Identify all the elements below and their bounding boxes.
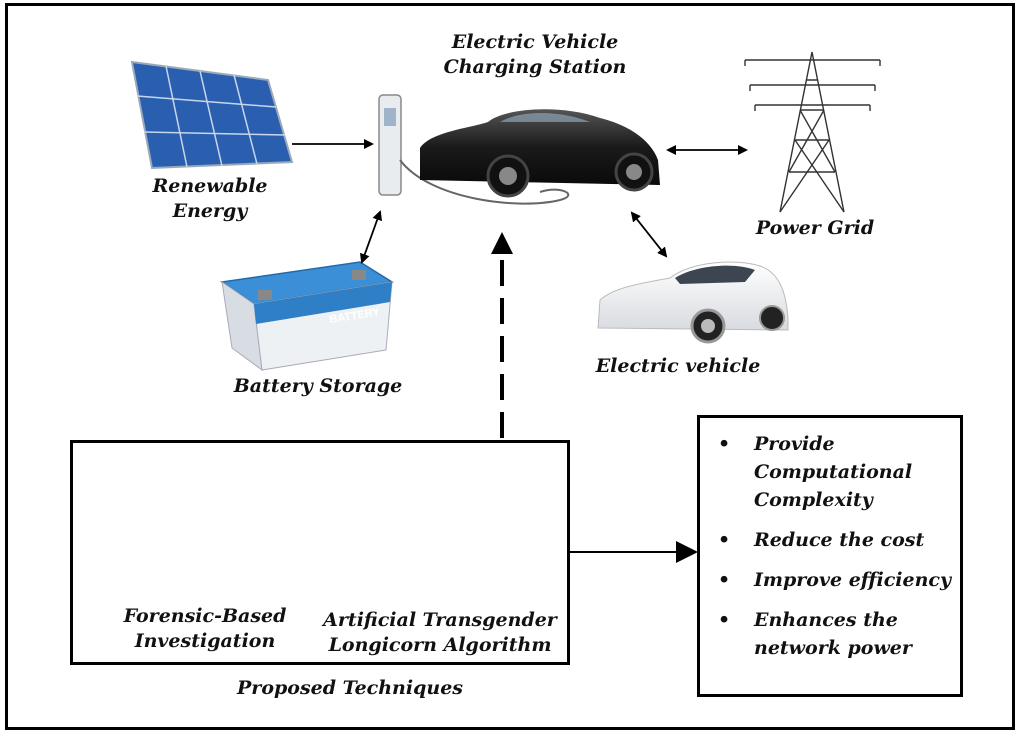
power-grid-label: Power Grid xyxy=(755,217,875,239)
proposed-techniques-box xyxy=(70,440,570,665)
proposed-techniques-caption: Proposed Techniques xyxy=(237,677,463,699)
diagram-frame xyxy=(5,3,1015,730)
battery-icon: BATTERY xyxy=(219,261,395,372)
white-car-icon xyxy=(597,261,789,344)
benefits-box: Provide Computational Complexity Reduce … xyxy=(697,415,963,697)
power-tower-icon xyxy=(744,51,881,213)
black-car-icon xyxy=(420,109,660,198)
renewable-energy-label: Renewable Energy xyxy=(152,175,268,222)
forensic-label: Forensic-Based Investigation xyxy=(123,605,287,652)
benefit-item: Provide Computational Complexity xyxy=(714,430,952,514)
benefit-item: Reduce the cost xyxy=(714,526,952,554)
benefit-item: Enhances the network power xyxy=(714,606,952,662)
arrow-battery-station xyxy=(360,210,382,264)
arrow-station-ev xyxy=(630,211,668,258)
charging-station-label: Electric Vehicle Charging Station xyxy=(443,31,627,78)
longicorn-label: Artificial Transgender Longicorn Algorit… xyxy=(323,609,557,656)
charging-station-icon xyxy=(378,94,570,205)
solar-panel-icon xyxy=(130,60,294,170)
battery-storage-label: Battery Storage xyxy=(233,375,403,397)
benefits-list: Provide Computational Complexity Reduce … xyxy=(700,418,960,662)
electric-vehicle-label: Electric vehicle xyxy=(595,355,761,377)
benefit-item: Improve efficiency xyxy=(714,566,952,594)
